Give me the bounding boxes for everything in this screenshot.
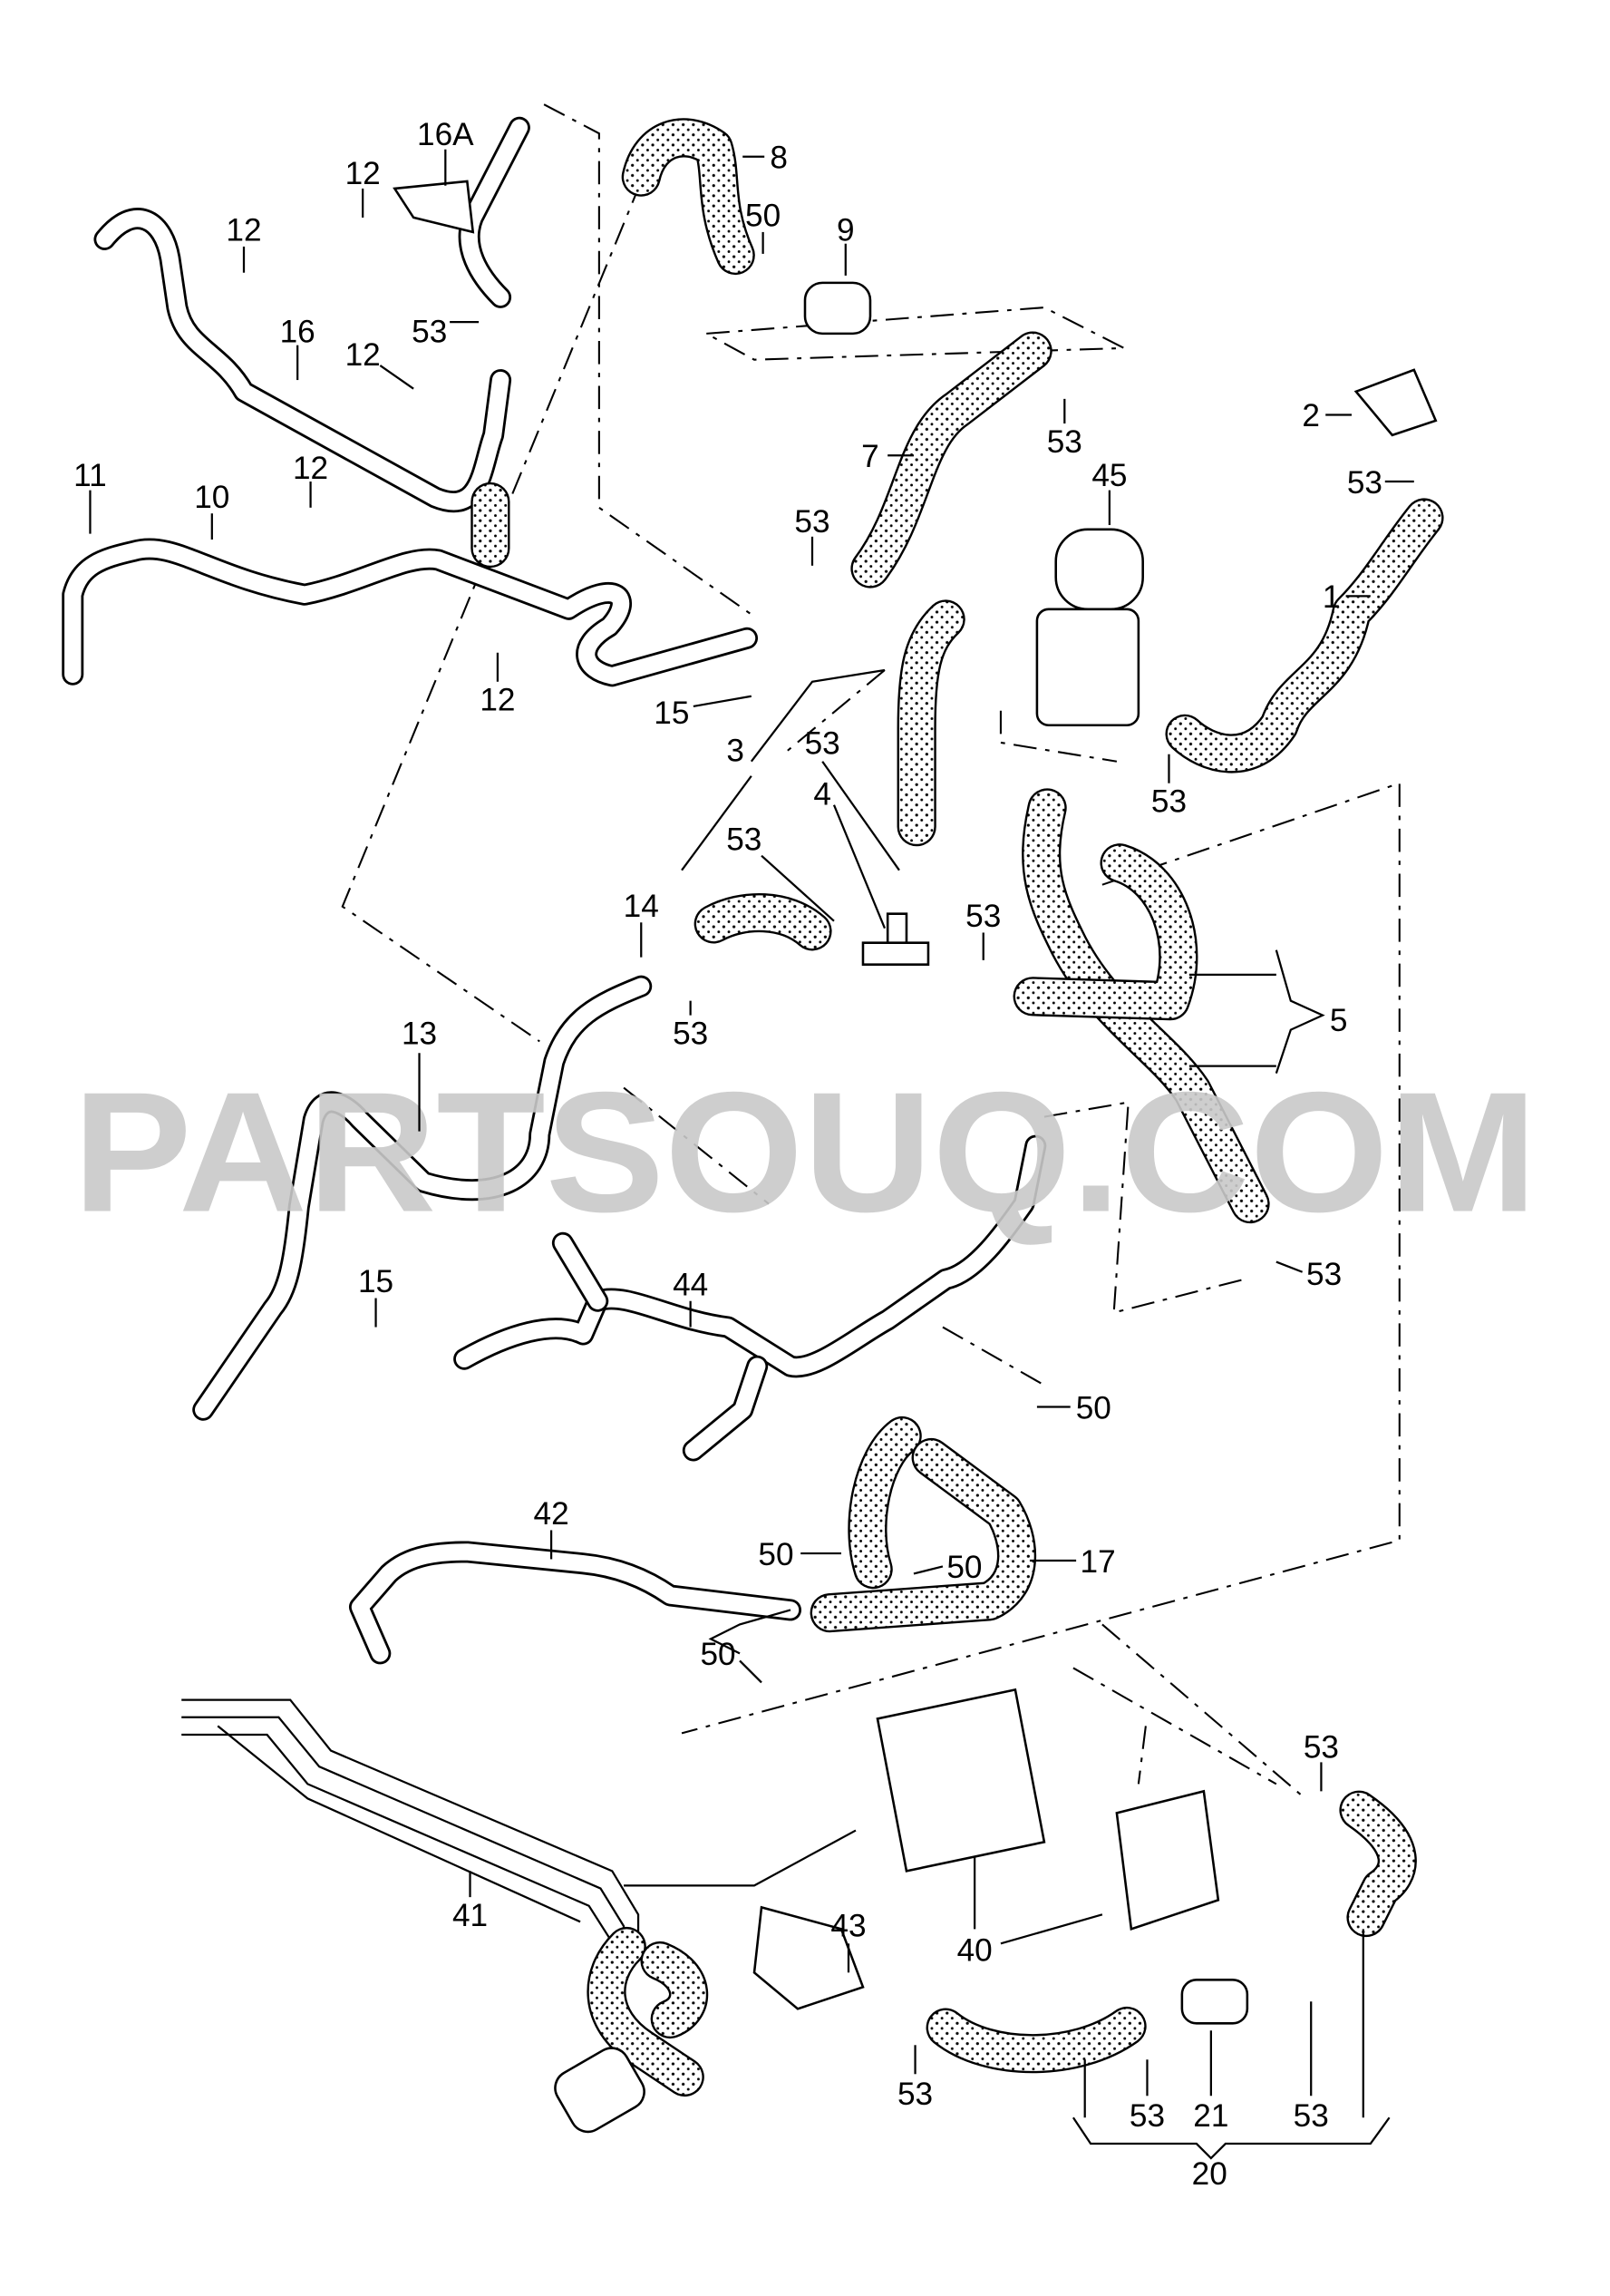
label-53: 53	[1304, 1730, 1339, 1766]
label-11: 11	[73, 458, 107, 493]
label-53: 53	[965, 899, 1001, 934]
hoses	[470, 118, 1444, 2097]
label-53: 53	[897, 2077, 933, 2112]
label-1: 1	[1323, 579, 1341, 615]
label-21: 21	[1193, 2098, 1228, 2134]
label-53: 53	[1130, 2098, 1165, 2134]
valve-9	[803, 281, 872, 336]
label-12: 12	[345, 156, 381, 191]
label-15: 15	[654, 696, 689, 731]
pipe-42	[348, 1541, 802, 1665]
cooler-40	[876, 1688, 1046, 1873]
label-53: 53	[1151, 784, 1187, 820]
valve-21	[1180, 1979, 1249, 2025]
leader-lines	[89, 149, 1414, 2160]
pump-41	[554, 2047, 645, 2134]
label-53: 53	[673, 1017, 708, 1052]
pipe-41-bundle	[181, 1698, 857, 1959]
label-53: 53	[726, 822, 761, 857]
label-12: 12	[480, 683, 515, 718]
label-53: 53	[794, 504, 829, 540]
label-12: 12	[345, 337, 381, 373]
dash-dot-lines	[341, 103, 1401, 1800]
label-42: 42	[534, 1496, 569, 1532]
label-12: 12	[293, 451, 328, 486]
label-44: 44	[673, 1267, 708, 1302]
flange-43	[752, 1905, 865, 2010]
watermark: PARTSOUQ.COM	[73, 1056, 1537, 1248]
valve-45-body	[1054, 528, 1144, 611]
pipe-16a	[393, 116, 530, 308]
label-3: 3	[726, 734, 744, 769]
label-15: 15	[358, 1264, 393, 1299]
callout-labels: 16A 12 12 16 53 12 11 10 12 12 15 8 50 9…	[73, 117, 1382, 2192]
label-53: 53	[1347, 465, 1382, 501]
label-50: 50	[758, 1537, 793, 1572]
label-53: 53	[412, 314, 447, 349]
label-43: 43	[830, 1908, 866, 1943]
label-9: 9	[837, 213, 855, 248]
label-13: 13	[402, 1017, 437, 1052]
label-10: 10	[194, 480, 229, 515]
label-4: 4	[813, 777, 831, 812]
valve-45-base	[1035, 608, 1140, 727]
label-16a: 16A	[417, 117, 474, 152]
label-12: 12	[226, 213, 261, 248]
components	[554, 281, 1438, 2134]
label-5: 5	[1330, 1003, 1348, 1038]
label-41: 41	[452, 1898, 488, 1933]
elbow-2	[1353, 368, 1438, 437]
pipe-16	[93, 208, 512, 513]
label-17: 17	[1081, 1544, 1116, 1580]
label-50: 50	[1076, 1390, 1111, 1425]
label-53: 53	[1047, 424, 1082, 460]
label-8: 8	[770, 141, 788, 176]
label-14: 14	[624, 889, 659, 924]
label-40: 40	[957, 1933, 993, 1969]
label-50: 50	[700, 1637, 735, 1672]
label-7: 7	[861, 439, 879, 474]
label-20: 20	[1192, 2156, 1227, 2192]
pipe-44	[453, 1134, 1047, 1462]
label-50: 50	[946, 1550, 982, 1585]
label-53: 53	[1294, 2098, 1329, 2134]
pipe-10	[62, 538, 759, 687]
label-45: 45	[1091, 458, 1127, 493]
egr-valve-40	[1115, 1789, 1220, 1931]
label-50: 50	[745, 199, 781, 234]
tee-4	[861, 912, 930, 966]
label-53: 53	[805, 726, 840, 762]
label-2: 2	[1302, 398, 1320, 433]
label-53: 53	[1306, 1257, 1342, 1292]
pipe-13	[192, 975, 653, 1421]
label-16: 16	[280, 314, 315, 349]
